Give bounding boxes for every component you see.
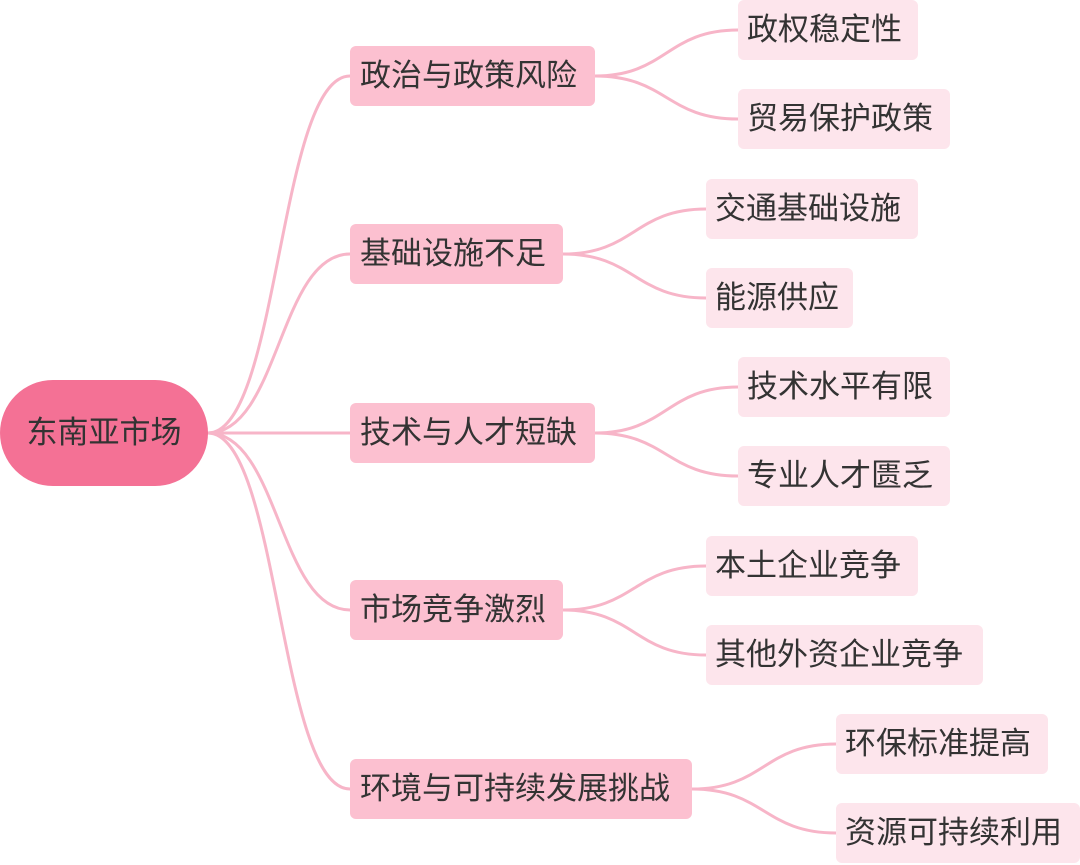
connector-branch-to-leaf (593, 385, 740, 435)
branch-infrastructure[interactable]: 基础设施不足 (350, 224, 563, 284)
leaf-energy-supply[interactable]: 能源供应 (706, 268, 853, 328)
connector-branch-to-leaf (561, 252, 708, 300)
leaf-label: 环保标准提高 (845, 725, 1031, 762)
connector-root-to-branch (206, 431, 352, 791)
branch-label: 市场竞争激烈 (360, 591, 546, 628)
leaf-label: 贸易保护政策 (747, 100, 933, 137)
connector-branch-to-leaf (593, 431, 740, 478)
leaf-talent-shortage[interactable]: 专业人才匮乏 (738, 446, 950, 506)
leaf-local-competition[interactable]: 本土企业竞争 (706, 536, 918, 596)
branch-sustainability[interactable]: 环境与可持续发展挑战 (350, 759, 692, 819)
connector-branch-to-leaf (561, 564, 708, 612)
connector-branch-to-leaf (561, 207, 708, 256)
connector-root-to-branch (206, 252, 352, 435)
leaf-label: 技术水平有限 (747, 368, 933, 405)
leaf-label: 能源供应 (715, 279, 839, 316)
leaf-label: 政权稳定性 (747, 11, 902, 48)
leaf-label: 本土企业竞争 (715, 547, 901, 584)
leaf-resource-use[interactable]: 资源可持续利用 (836, 803, 1080, 863)
leaf-foreign-competition[interactable]: 其他外资企业竞争 (706, 625, 983, 685)
branch-label: 技术与人才短缺 (360, 414, 577, 451)
connector-branch-to-leaf (593, 74, 740, 121)
leaf-label: 资源可持续利用 (845, 814, 1062, 851)
branch-political-risk[interactable]: 政治与政策风险 (350, 46, 595, 106)
connector-branch-to-leaf (561, 608, 708, 657)
leaf-label: 交通基础设施 (715, 190, 901, 227)
branch-label: 环境与可持续发展挑战 (360, 770, 670, 807)
leaf-label: 其他外资企业竞争 (715, 636, 963, 673)
leaf-trade-protection[interactable]: 贸易保护政策 (738, 89, 950, 149)
branch-label: 基础设施不足 (360, 235, 546, 272)
connector-root-to-branch (206, 431, 352, 612)
connector-root-to-branch (206, 74, 352, 435)
branch-tech-talent[interactable]: 技术与人才短缺 (350, 403, 595, 463)
leaf-transport-infrastructure[interactable]: 交通基础设施 (706, 179, 918, 239)
leaf-label: 专业人才匮乏 (747, 457, 933, 494)
connector-branch-to-leaf (690, 742, 838, 791)
branch-label: 政治与政策风险 (360, 57, 577, 94)
root-node[interactable]: 东南亚市场 (0, 380, 208, 486)
connector-branch-to-leaf (593, 28, 740, 78)
leaf-regime-stability[interactable]: 政权稳定性 (738, 0, 918, 60)
branch-market-competition[interactable]: 市场竞争激烈 (350, 580, 563, 640)
leaf-environmental-standards[interactable]: 环保标准提高 (836, 714, 1048, 774)
root-label: 东南亚市场 (26, 414, 182, 451)
leaf-limited-tech[interactable]: 技术水平有限 (738, 357, 950, 417)
connector-branch-to-leaf (690, 787, 838, 835)
